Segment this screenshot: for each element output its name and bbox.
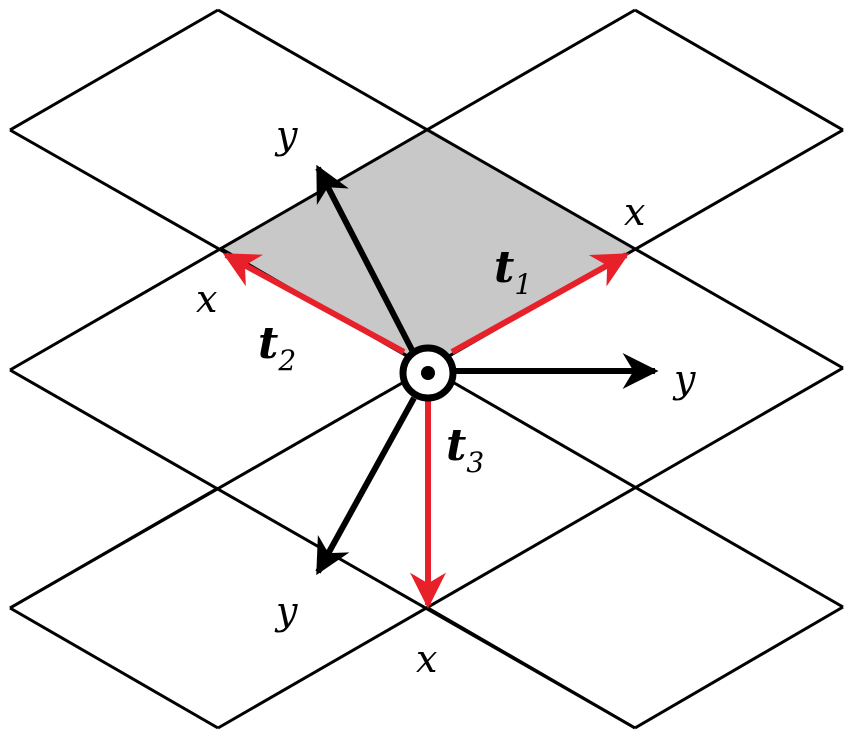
t1-vector (450, 252, 630, 355)
label-y-right: y (672, 357, 696, 401)
label-t3-sub: 3 (466, 446, 484, 479)
label-t3-main: t (446, 420, 466, 471)
grid-line-a7 (634, 8, 844, 132)
label-x-t3: x (416, 637, 437, 681)
label-x-t2: x (196, 277, 217, 321)
grid-line-a5 (9, 606, 219, 730)
label-y-up: y (274, 113, 298, 157)
y-vectors (315, 164, 659, 576)
label-t1-main: t (494, 242, 514, 293)
label-t2: t2 (258, 318, 296, 377)
grid-line-a6 (427, 606, 636, 730)
t2-vector (222, 252, 406, 355)
y-vector-down (315, 396, 417, 576)
out-of-plane-axis-icon (399, 344, 457, 402)
label-t2-main: t (258, 318, 278, 369)
label-t1-sub: 1 (514, 268, 532, 301)
label-y-down: y (274, 589, 298, 633)
grid-line-a2 (217, 8, 844, 370)
unit-cell-highlight (220, 128, 635, 368)
lattice-vectors (222, 252, 630, 609)
grid-line-b4 (217, 366, 844, 730)
label-t3: t3 (446, 420, 484, 479)
label-x-t1: x (624, 190, 645, 234)
y-vector-up (315, 164, 415, 352)
label-t2-sub: 2 (277, 344, 296, 377)
grid-line-b6 (9, 486, 219, 610)
grid-line-b5 (634, 605, 844, 730)
label-t1: t1 (494, 242, 532, 301)
grid-line-b1 (9, 8, 219, 132)
grid-line-b2 (9, 8, 636, 372)
